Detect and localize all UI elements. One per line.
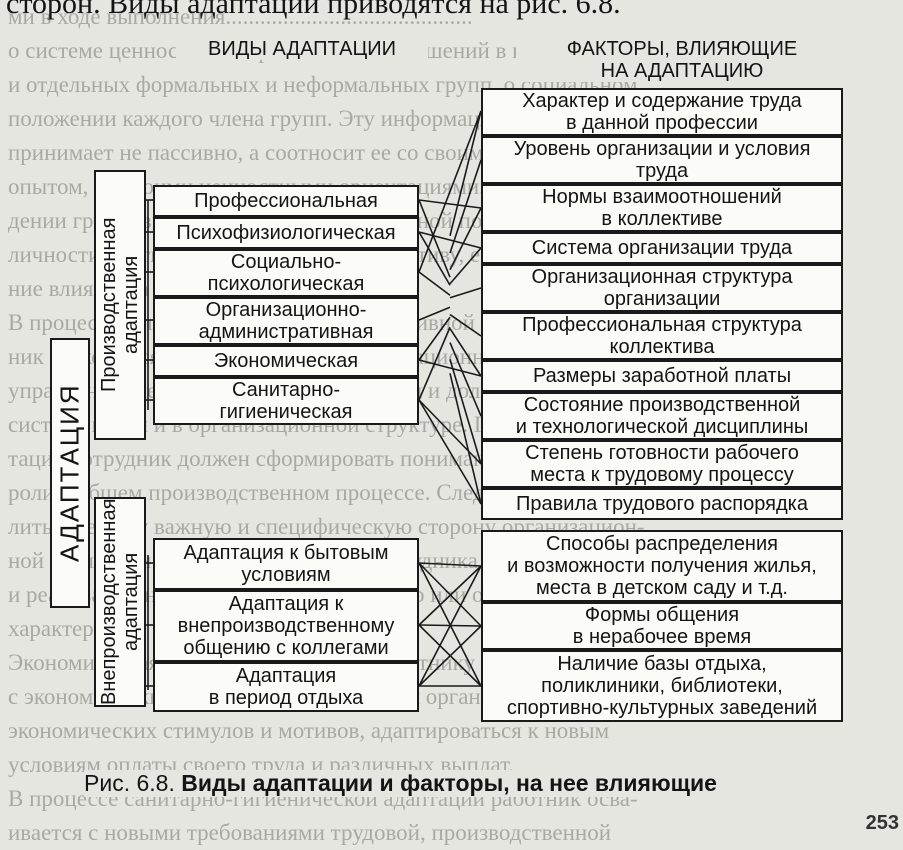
- header-factors: ФАКТОРЫ, ВЛИЯЮЩИЕ НА АДАПТАЦИЮ: [516, 38, 848, 82]
- top-text-line: сторон. Виды адаптации приводятся на рис…: [6, 0, 621, 20]
- factor-recreation-facilities: Наличие базы отдыха, поликлиники, библио…: [481, 650, 843, 722]
- factor-connector: [449, 313, 482, 337]
- type-socio-psychological: Социально- психологическая: [153, 249, 419, 297]
- factor-labor-organization-system: Система организации труда: [481, 232, 843, 264]
- type-living-conditions: Адаптация к бытовым условиям: [153, 538, 419, 590]
- factor-discipline-state: Состояние производственной и технологиче…: [481, 392, 843, 440]
- caption-prefix: Рис. 6.8.: [84, 770, 182, 796]
- factor-connector: [449, 342, 482, 417]
- background-text-line: экономических стимулов и мотивов, адапти…: [8, 718, 610, 743]
- factor-professional-structure: Профессиональная структура коллектива: [481, 312, 843, 360]
- nonprod-connector: [418, 565, 482, 626]
- connector-lines: [146, 110, 482, 690]
- cross-connector: [418, 199, 482, 209]
- factor-connector: [449, 207, 482, 271]
- nonprod-connector: [418, 625, 482, 687]
- header-adaptation-types: ВИДЫ АДАПТАЦИИ: [176, 38, 428, 60]
- background-text-line: ми в ходе выполнения....................…: [8, 4, 473, 29]
- type-organizational-administrative: Организационно- административная: [153, 297, 419, 345]
- main-label-adaptation: АДАПТАЦИЯ: [50, 338, 90, 608]
- type-professional: Профессиональная: [153, 185, 419, 217]
- nonprod-connector: [418, 562, 482, 567]
- factor-connector: [449, 328, 482, 377]
- type-connector: [418, 199, 451, 278]
- factor-connector: [449, 110, 482, 236]
- cross-connector: [418, 359, 482, 377]
- type-connector: [418, 231, 451, 286]
- factor-connector: [449, 247, 482, 285]
- group-production: Производственная адаптация: [94, 170, 146, 440]
- factor-work-rules: Правила трудового распорядка: [481, 488, 843, 520]
- group-non-production: Внепроизводственная адаптация: [94, 497, 146, 707]
- page-number: 253: [865, 812, 899, 834]
- cross-connector: [418, 399, 482, 505]
- cross-connector: [418, 110, 482, 273]
- factor-housing-distribution: Способы распределения и возможности полу…: [481, 530, 843, 602]
- factor-connector: [449, 373, 482, 505]
- factor-labor-nature: Характер и содержание труда в данной про…: [481, 88, 843, 136]
- type-non-work-communication: Адаптация к внепроизводственному общению…: [153, 590, 419, 662]
- type-economic: Экономическая: [153, 345, 419, 377]
- factor-connector: [449, 359, 482, 465]
- factor-connector: [449, 287, 482, 299]
- factor-leisure-communication: Формы общения в нерабочее время: [481, 602, 843, 650]
- type-sanitary-hygienic: Санитарно- гигиеническая: [153, 377, 419, 425]
- type-psychophysiological: Психофизиологическая: [153, 217, 419, 249]
- factor-labor-organization-level: Уровень организации и условия труда: [481, 136, 843, 184]
- figure-caption: Рис. 6.8. Виды адаптации и факторы, на н…: [84, 770, 717, 797]
- caption-title: Виды адаптации и факторы, на нее влияющи…: [181, 770, 717, 796]
- cross-connector: [418, 399, 482, 465]
- nonprod-connector: [418, 565, 482, 687]
- factor-org-structure: Организационная структура организации: [481, 264, 843, 312]
- type-rest-period: Адаптация в период отдыха: [153, 662, 419, 712]
- type-connector: [418, 316, 451, 361]
- factor-wages: Размеры заработной платы: [481, 360, 843, 392]
- factor-relationship-norms: Нормы взаимоотношений в коллективе: [481, 184, 843, 232]
- type-connector: [418, 306, 451, 321]
- type-connector: [418, 271, 451, 296]
- cross-connector: [418, 231, 482, 249]
- factor-workplace-readiness: Степень готовности рабочего места к труд…: [481, 440, 843, 488]
